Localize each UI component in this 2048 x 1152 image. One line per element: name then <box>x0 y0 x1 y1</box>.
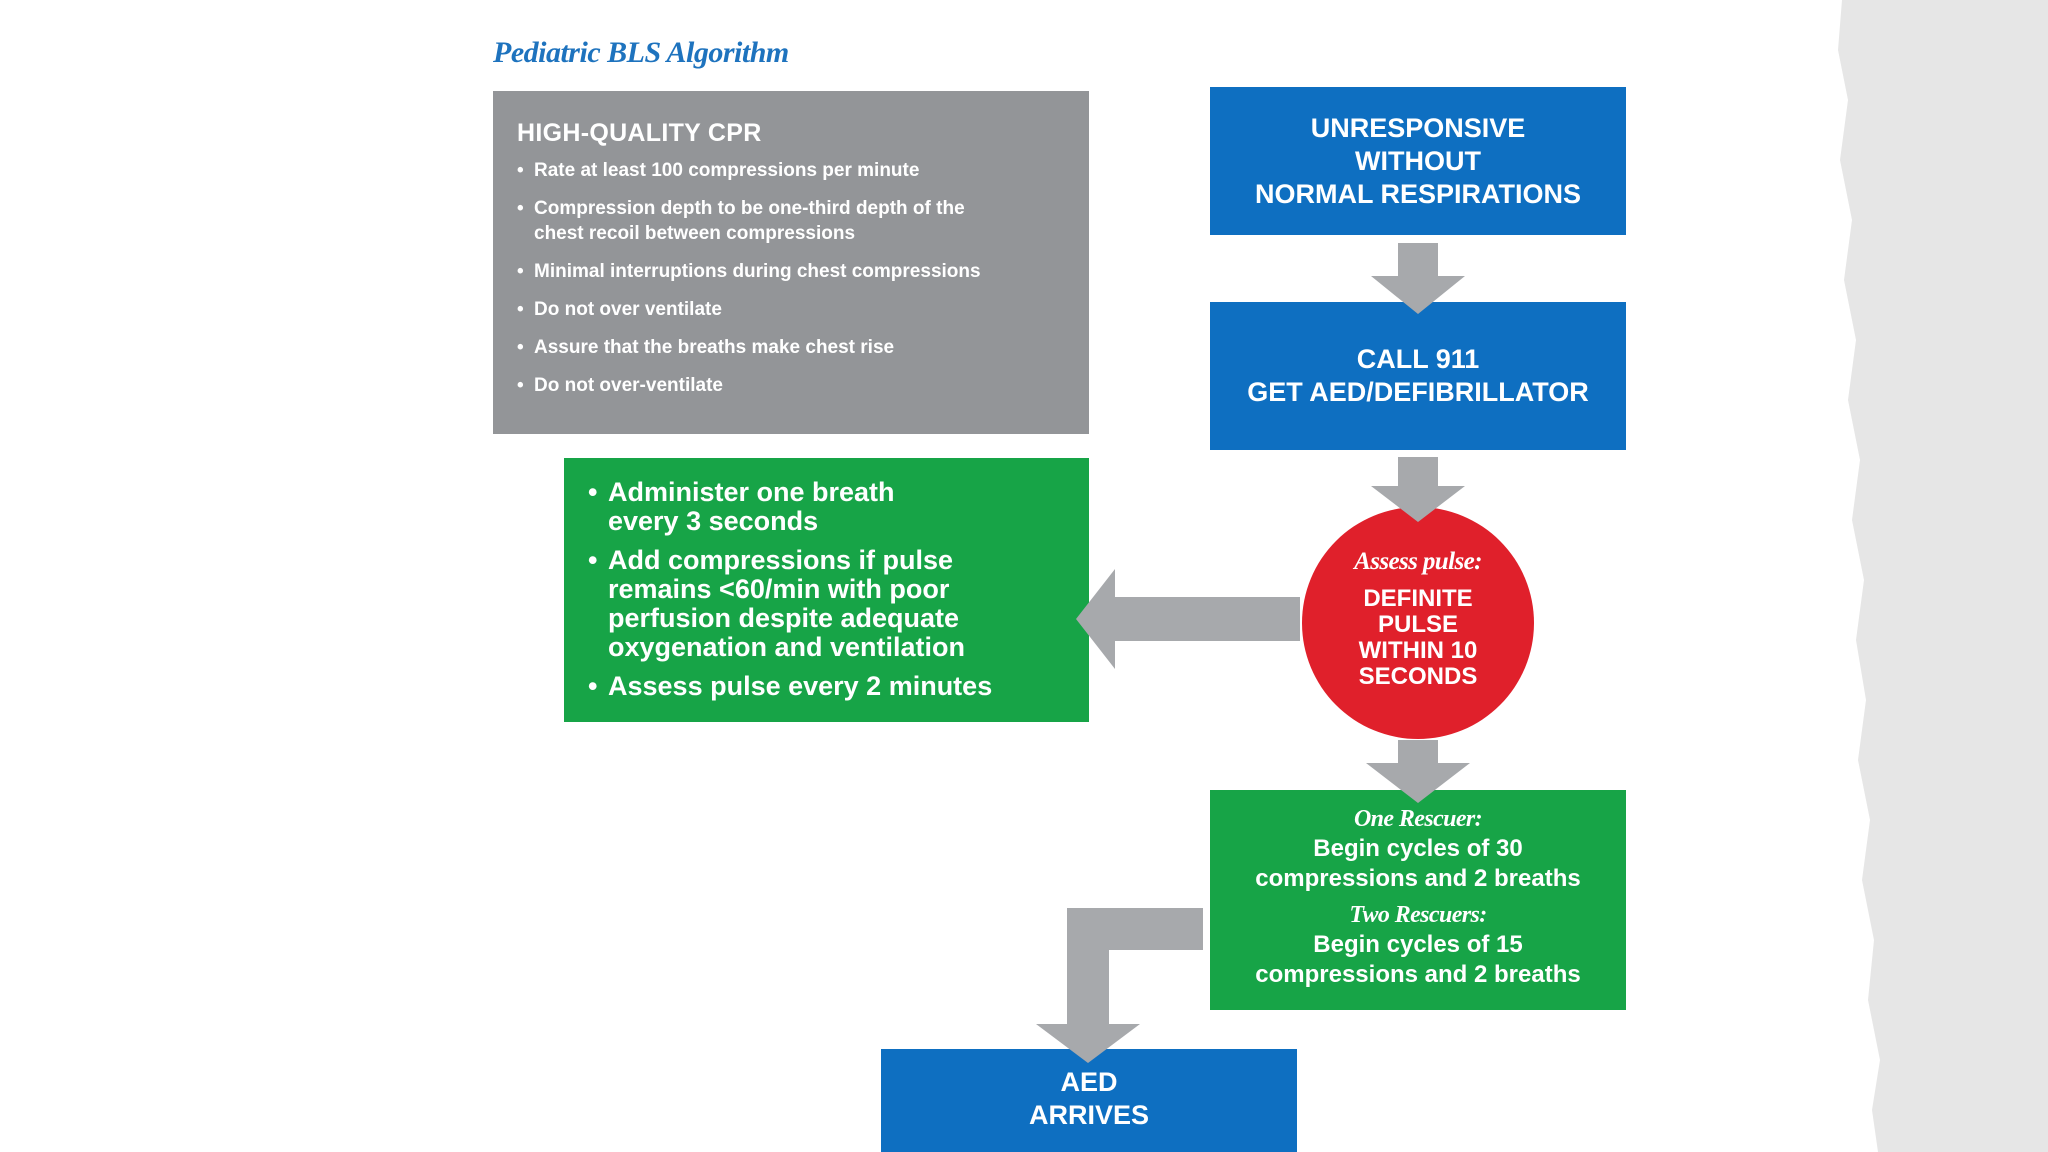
high-quality-cpr-box: HIGH-QUALITY CPR Rate at least 100 compr… <box>493 91 1089 434</box>
unresponsive-line: UNRESPONSIVE <box>1310 112 1526 143</box>
breathing-item-line: perfusion despite adequate <box>608 603 960 633</box>
rescue-breathing-list: Administer one breath every 3 seconds Ad… <box>588 478 1079 702</box>
cpr-item-line: Compression depth to be one-third depth … <box>534 198 965 219</box>
pulse-line: WITHIN 10 <box>1358 637 1478 664</box>
breathing-item: Administer one breath every 3 seconds <box>588 478 1079 536</box>
rescuer-cycles-box: One Rescuer: Begin cycles of 30 compress… <box>1210 790 1626 1010</box>
cpr-item-line: Do not over ventilate <box>534 299 722 320</box>
assess-pulse-label: Assess pulse: <box>1354 548 1482 575</box>
pulse-line: PULSE <box>1377 611 1458 638</box>
cpr-item-line: Do not over-ventilate <box>534 375 723 396</box>
cpr-item: Minimal interruptions during chest compr… <box>517 259 1067 284</box>
breathing-item: Add compressions if pulse remains <60/mi… <box>588 546 1079 662</box>
cpr-list: Rate at least 100 compressions per minut… <box>517 158 1067 398</box>
cpr-item-line: Minimal interruptions during chest compr… <box>534 261 981 282</box>
cpr-item: Do not over-ventilate <box>517 373 1067 398</box>
cpr-item: Do not over ventilate <box>517 297 1067 322</box>
call-line: CALL 911 <box>1356 344 1480 374</box>
cpr-item-line: Assure that the breaths make chest rise <box>534 337 895 358</box>
aed-line: ARRIVES <box>1028 1099 1150 1130</box>
breathing-item-line: Add compressions if pulse <box>608 545 954 575</box>
assess-pulse-circle: Assess pulse: DEFINITE PULSE WITHIN 10 S… <box>1302 507 1534 739</box>
breathing-item-line: remains <60/min with poor <box>608 574 950 604</box>
torn-paper-background <box>1838 0 2048 1152</box>
breathing-item: Assess pulse every 2 minutes <box>588 671 1079 702</box>
call-911-box: CALL 911 GET AED/DEFIBRILLATOR <box>1210 302 1626 450</box>
call-line: GET AED/DEFIBRILLATOR <box>1247 377 1589 407</box>
cpr-item: Assure that the breaths make chest rise <box>517 335 1067 360</box>
aed-arrives-box: AED ARRIVES <box>881 1049 1297 1152</box>
cpr-heading: HIGH-QUALITY CPR <box>517 119 762 147</box>
breathing-item-line: Administer one breath <box>608 477 895 507</box>
pulse-line: DEFINITE <box>1363 585 1473 612</box>
pulse-line: SECONDS <box>1358 663 1478 690</box>
rescue-breathing-box: Administer one breath every 3 seconds Ad… <box>564 458 1089 722</box>
unresponsive-line: WITHOUT <box>1355 145 1481 176</box>
aed-line: AED <box>1060 1066 1118 1097</box>
one-rescuer-line: compressions and 2 breaths <box>1255 865 1581 892</box>
unresponsive-box: UNRESPONSIVE WITHOUT NORMAL RESPIRATIONS <box>1210 87 1626 235</box>
two-rescuers-line: Begin cycles of 15 <box>1313 931 1523 958</box>
breathing-item-line: Assess pulse every 2 minutes <box>608 671 993 701</box>
breathing-item-line: every 3 seconds <box>608 506 819 536</box>
cpr-item-line: chest recoil between compressions <box>534 223 856 244</box>
two-rescuers-label: Two Rescuers: <box>1349 902 1487 928</box>
one-rescuer-line: Begin cycles of 30 <box>1313 835 1523 862</box>
two-rescuers-line: compressions and 2 breaths <box>1255 961 1581 988</box>
one-rescuer-label: One Rescuer: <box>1353 806 1483 832</box>
cpr-item: Rate at least 100 compressions per minut… <box>517 158 1067 183</box>
cpr-item-line: Rate at least 100 compressions per minut… <box>534 160 920 181</box>
unresponsive-line: NORMAL RESPIRATIONS <box>1254 178 1582 209</box>
breathing-item-line: oxygenation and ventilation <box>608 632 966 662</box>
page-title: Pediatric BLS Algorithm <box>493 36 789 69</box>
cpr-item: Compression depth to be one-third depth … <box>517 196 1067 246</box>
